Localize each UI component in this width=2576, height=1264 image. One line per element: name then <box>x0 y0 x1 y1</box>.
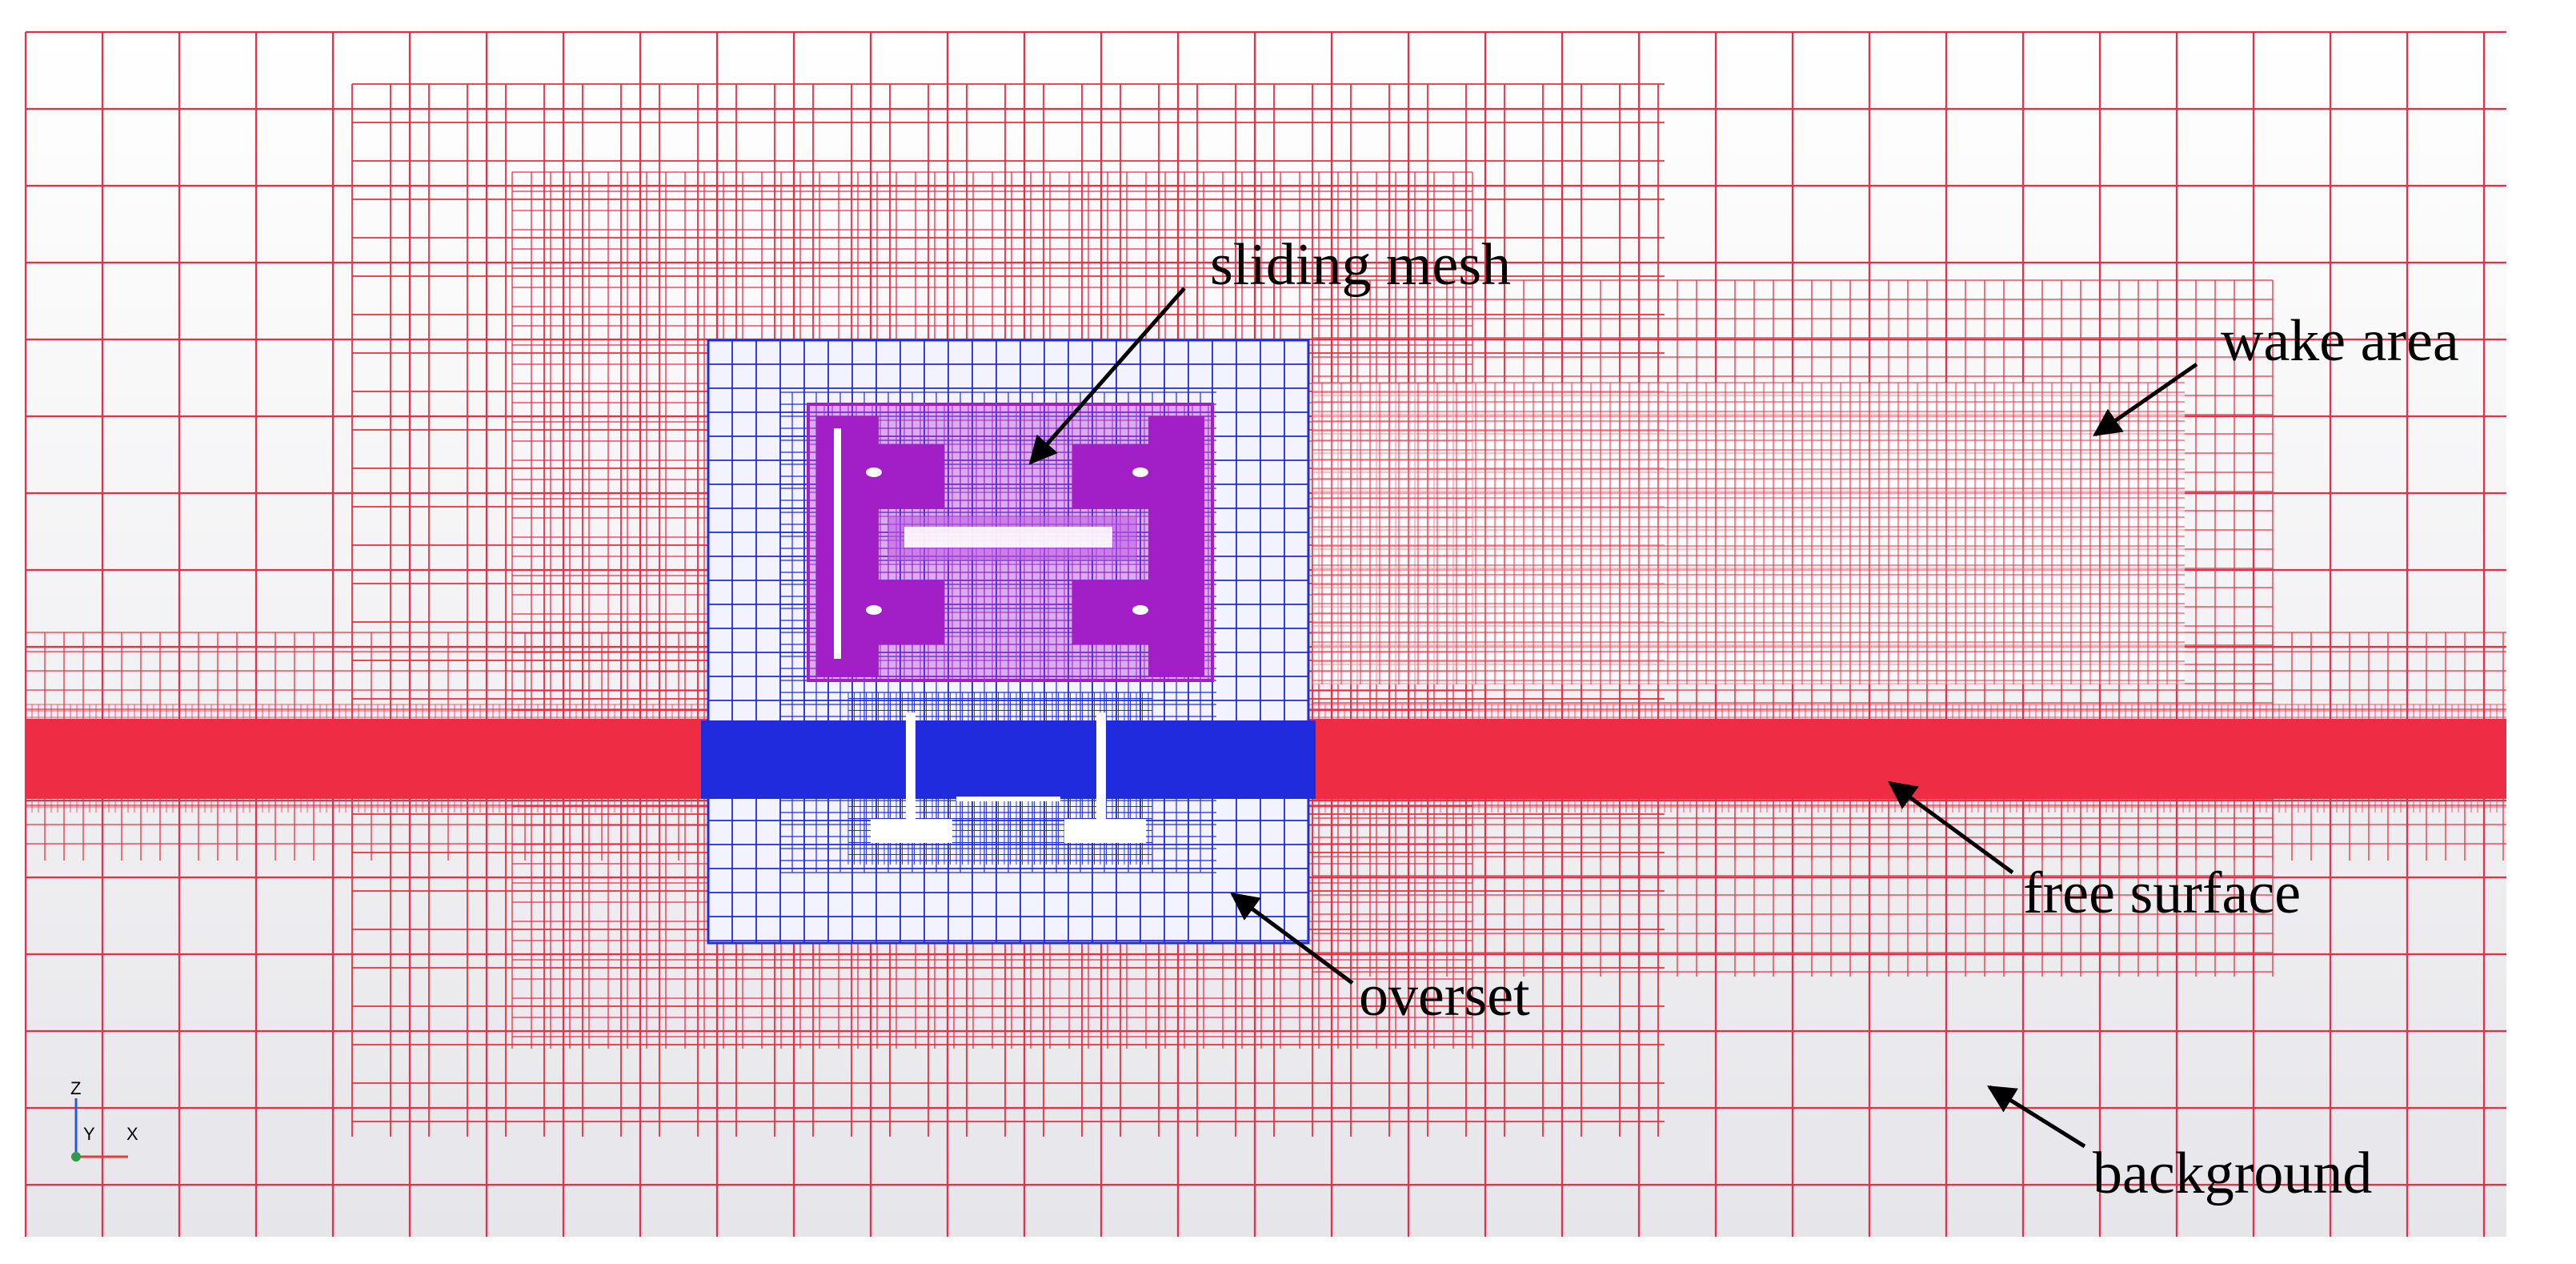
x-axis-label: X <box>126 1124 138 1144</box>
label-overset: overset <box>1359 963 1530 1029</box>
z-axis-label: Z <box>70 1078 81 1098</box>
floating-body-geometry <box>834 428 1148 843</box>
y-axis-label: Y <box>83 1124 95 1144</box>
annotation-arrows <box>1028 287 2198 1149</box>
rotor-center-shaft <box>904 527 1112 548</box>
label-background: background <box>2093 1141 2372 1206</box>
sliding-mesh-lower-right-arm <box>1072 580 1168 644</box>
rotor-lower-right-hub <box>1132 605 1148 615</box>
label-free-surface: free surface <box>2023 861 2301 926</box>
wake-area-mesh <box>1312 382 2185 684</box>
sliding-mesh-boundary <box>807 403 1214 682</box>
brace-bottom <box>956 797 1060 801</box>
pontoon-right <box>1064 819 1146 843</box>
pontoon-left <box>871 819 952 843</box>
rotor-upper-right-hub <box>1132 467 1148 477</box>
arrow-wake-area <box>2093 362 2198 437</box>
sliding-mesh-upper-left-arm <box>848 444 944 508</box>
sliding-mesh-upper-right-arm <box>1072 444 1168 508</box>
column-right <box>1096 712 1106 833</box>
sliding-mesh-lower-left-arm <box>848 580 944 644</box>
column-left <box>906 712 915 833</box>
overset-free-surface-band <box>701 720 1316 799</box>
arrow-background <box>1987 1085 2086 1149</box>
rotor-left-blade <box>834 428 841 659</box>
rotor-lower-left-hub <box>866 605 882 615</box>
rotor-upper-left-hub <box>866 467 882 477</box>
label-sliding-mesh: sliding mesh <box>1210 232 1511 298</box>
arrow-sliding-mesh <box>1028 287 1186 465</box>
label-wake-area: wake area <box>2221 308 2459 374</box>
axis-triad: Z Y X <box>70 1078 138 1162</box>
arrow-free-surface <box>1888 780 2014 875</box>
origin-dot <box>71 1152 81 1162</box>
arrow-overset <box>1230 892 1354 985</box>
overset-boundary <box>707 339 1310 945</box>
